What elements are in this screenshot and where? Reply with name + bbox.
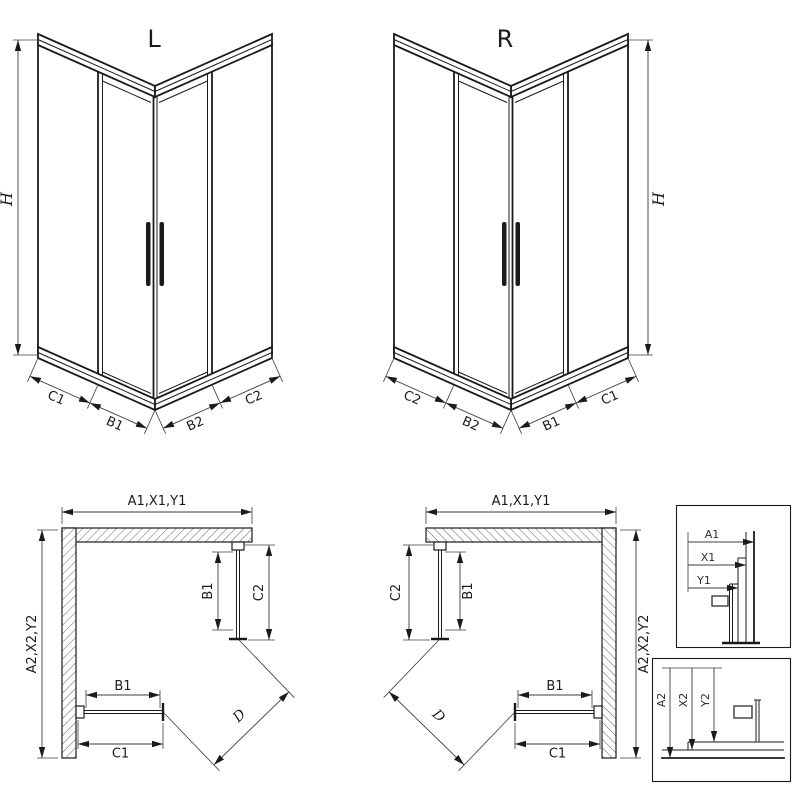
dim-b2-left: B2 — [185, 414, 207, 435]
detail-frame-top — [675, 504, 792, 649]
dim-front-c1-right-plan: C1 — [549, 747, 566, 762]
detail-dim-x2: X2 — [677, 693, 690, 708]
dim-width-left-plan: A1,X1,Y1 — [128, 494, 187, 509]
dim-c2-right: C2 — [401, 388, 423, 409]
dim-side-b1-right-plan: B1 — [461, 582, 476, 599]
dim-side-b1-left-plan: B1 — [201, 582, 216, 599]
dim-side-c2-right-plan: C2 — [389, 584, 404, 601]
plan-view-left: A1,X1,Y1 A2,X2,Y2 B1 C2 B1 C1 D — [25, 494, 294, 771]
dim-depth-right-plan: A2,X2,Y2 — [637, 615, 652, 674]
dim-c2-left: C2 — [243, 388, 265, 409]
dim-door-b1-left-plan: B1 — [114, 679, 131, 694]
variant-label-left: L — [147, 25, 161, 53]
dim-door-b1-right-plan: B1 — [546, 679, 563, 694]
height-dim-label-left: H — [0, 191, 16, 207]
bottom-profile-detail: A2 X2 Y2 — [651, 657, 792, 783]
dim-c1-left: C1 — [45, 388, 67, 409]
dim-width-right-plan: A1,X1,Y1 — [492, 494, 551, 509]
detail-dim-a2: A2 — [655, 693, 668, 708]
dim-b2-right: B2 — [460, 414, 482, 435]
front-view-left: L H C1 B1 B2 C2 — [0, 25, 283, 435]
dim-depth-left-plan: A2,X2,Y2 — [25, 615, 40, 674]
dim-side-c2-left-plan: C2 — [252, 584, 267, 601]
detail-dim-x1: X1 — [701, 551, 716, 564]
height-dim-label-right: H — [649, 191, 668, 207]
detail-bottom-drawing — [661, 667, 785, 759]
detail-dim-a1: A1 — [705, 528, 720, 541]
detail-dim-y2: Y2 — [699, 693, 712, 708]
dim-b1-right: B1 — [541, 414, 563, 435]
corner-profile-detail: A1 X1 Y1 — [675, 504, 792, 649]
detail-dim-y1: Y1 — [696, 574, 711, 587]
detail-frame-bottom — [651, 657, 792, 783]
dim-b1-left: B1 — [104, 414, 126, 435]
dim-c1-right: C1 — [599, 388, 621, 409]
dim-front-c1-left-plan: C1 — [112, 747, 129, 762]
front-view-right: R H C2 B2 B1 C1 — [383, 25, 668, 435]
detail-top-drawing — [687, 531, 760, 645]
plan-view-right: A1,X1,Y1 A2,X2,Y2 B1 C2 B1 C1 D — [384, 494, 652, 771]
variant-label-right: R — [497, 25, 514, 53]
